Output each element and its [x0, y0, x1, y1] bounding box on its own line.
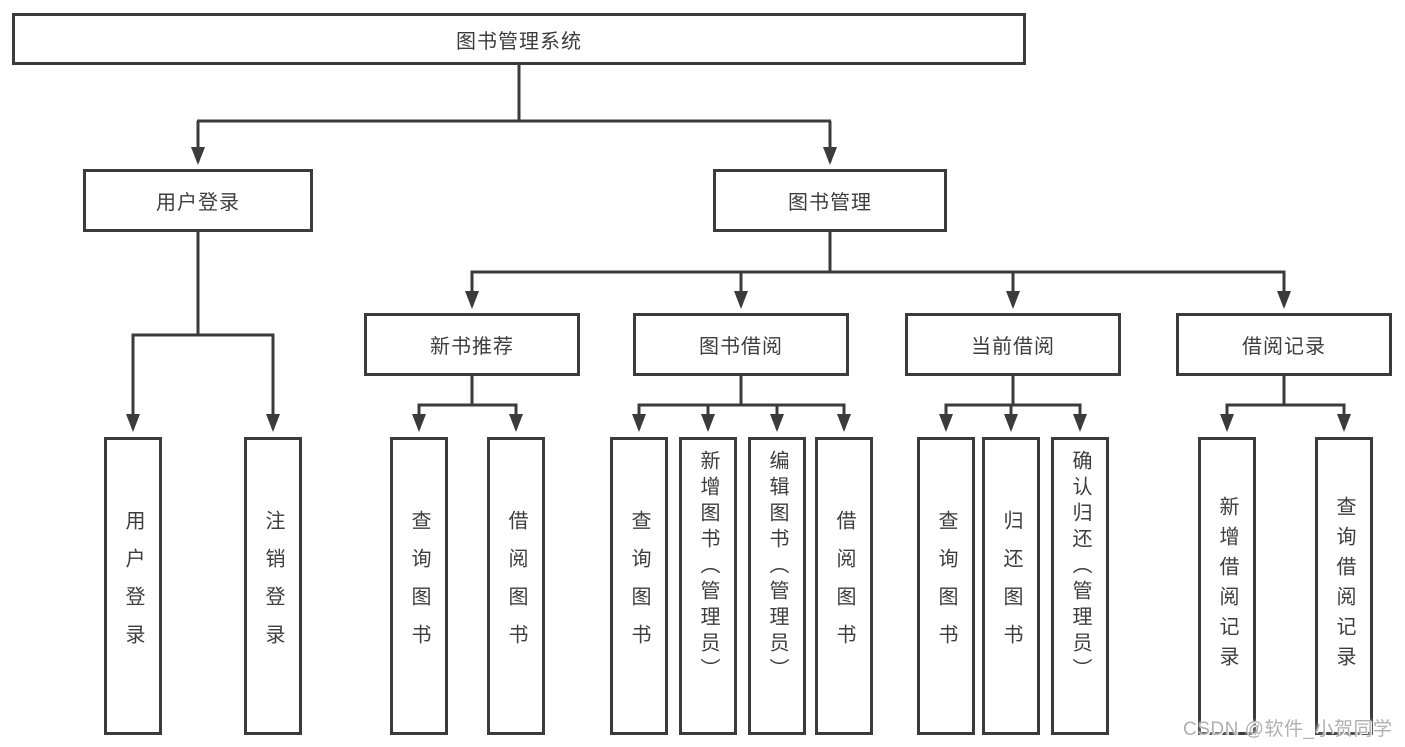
leaf-nb-borrow-books: 借阅图书 — [487, 437, 545, 735]
node-new-book-recommend-label: 新书推荐 — [430, 336, 514, 358]
leaf-cb-query-books: 查询图书 — [917, 437, 975, 735]
leaf-user-login: 用户登录 — [104, 437, 162, 735]
node-root: 图书管理系统 — [12, 13, 1026, 65]
node-root-label: 图书管理系统 — [456, 30, 582, 53]
node-user-login-label: 用户登录 — [156, 192, 240, 214]
leaf-rec-add-record: 新增借阅记录 — [1198, 437, 1256, 735]
leaf-logout: 注销登录 — [244, 437, 302, 735]
node-book-management: 图书管理 — [713, 169, 947, 232]
leaf-bb-query-books: 查询图书 — [610, 437, 668, 735]
node-book-management-label: 图书管理 — [788, 192, 872, 214]
leaf-bb-edit-books-admin: 编辑图书（管理员） — [748, 437, 806, 735]
leaf-cb-return-books: 归还图书 — [982, 437, 1040, 735]
leaf-rec-query-record: 查询借阅记录 — [1315, 437, 1373, 735]
leaf-cb-confirm-return-admin: 确认归还（管理员） — [1051, 437, 1109, 735]
node-borrow-records: 借阅记录 — [1176, 313, 1392, 376]
node-new-book-recommend: 新书推荐 — [364, 313, 580, 376]
leaf-bb-borrow-books: 借阅图书 — [815, 437, 873, 735]
node-user-login: 用户登录 — [83, 169, 313, 232]
leaf-nb-query-books: 查询图书 — [390, 437, 448, 735]
leaf-bb-add-books-admin: 新增图书（管理员） — [679, 437, 737, 735]
node-book-borrow-label: 图书借阅 — [699, 336, 783, 358]
node-book-borrow: 图书借阅 — [633, 313, 849, 376]
node-current-borrow: 当前借阅 — [905, 313, 1121, 376]
node-borrow-records-label: 借阅记录 — [1242, 336, 1326, 358]
node-current-borrow-label: 当前借阅 — [971, 336, 1055, 358]
csdn-watermark: CSDN @软件_小贺同学 — [1183, 719, 1393, 740]
